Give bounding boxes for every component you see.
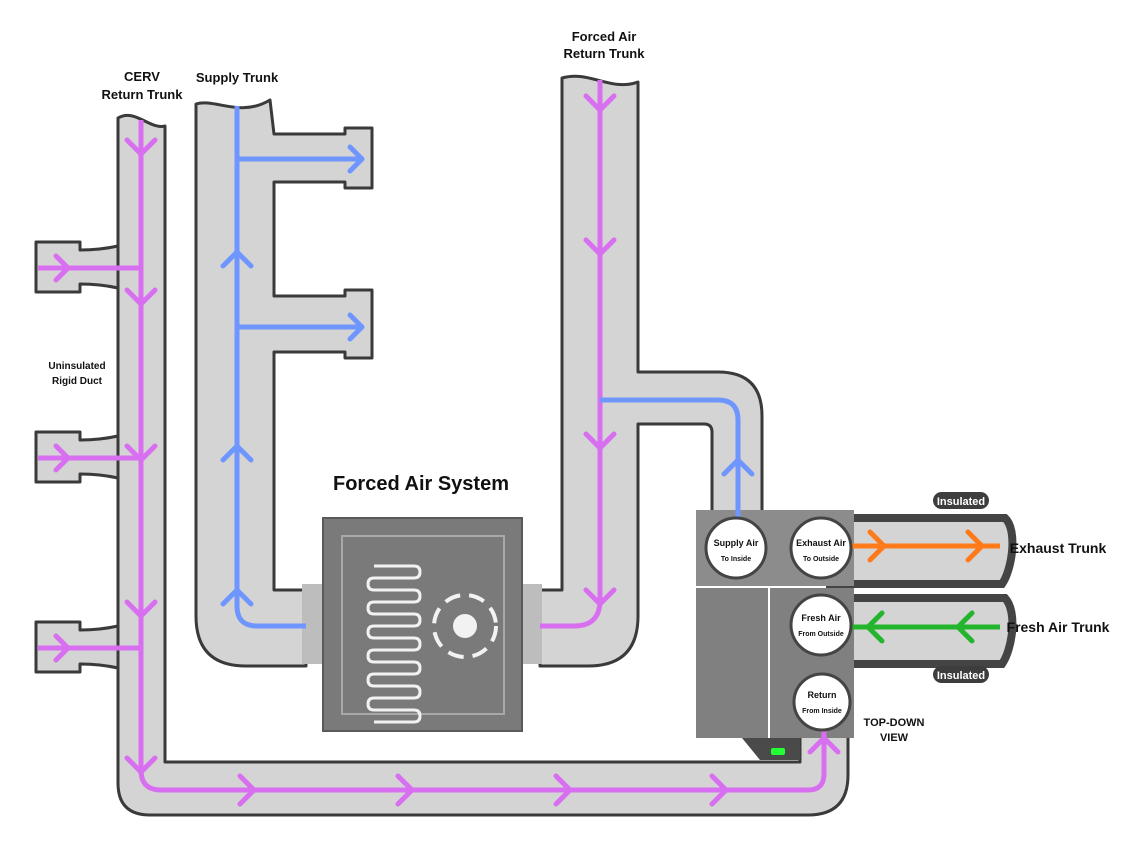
cerv-ports: Supply Air To Inside Exhaust Air To Outs… bbox=[704, 516, 853, 732]
flow-arrow-icon bbox=[347, 144, 365, 174]
top-down-view-label-2: VIEW bbox=[880, 732, 909, 744]
fresh-air-port: Fresh Air From Outside bbox=[789, 593, 853, 657]
return-port-title: Return bbox=[808, 690, 837, 700]
blower-fan-icon bbox=[432, 593, 498, 659]
flow-arrow-icon bbox=[807, 735, 841, 755]
flow-arrow-icon bbox=[124, 755, 158, 775]
fresh-port-title: Fresh Air bbox=[801, 613, 841, 623]
flow-arrows bbox=[53, 93, 985, 807]
flow-arrow-icon bbox=[124, 443, 158, 463]
forced-air-return-flow bbox=[540, 80, 603, 629]
insulated-badge-top: Insulated bbox=[933, 492, 989, 509]
supply-air-port: Supply Air To Inside bbox=[704, 516, 768, 580]
forced-air-system-title: Forced Air System bbox=[333, 473, 509, 495]
cerv-return-trunk-label-1: CERV bbox=[124, 69, 160, 84]
supply-to-forced-air-flow bbox=[600, 397, 741, 522]
fresh-air-trunk-label: Fresh Air Trunk bbox=[1007, 619, 1110, 635]
flow-arrow-icon bbox=[395, 773, 415, 807]
forced-air-return-trunk-label-1: Forced Air bbox=[572, 29, 637, 44]
airflow-lines bbox=[38, 80, 1000, 793]
svg-text:Insulated: Insulated bbox=[937, 670, 985, 682]
insulated-ducts bbox=[826, 514, 1017, 668]
uninsulated-duct-label-2: Rigid Duct bbox=[52, 376, 103, 387]
cerv-return-flow bbox=[138, 120, 827, 793]
flow-arrow-icon bbox=[124, 599, 158, 619]
forced-air-system-unit bbox=[322, 517, 523, 732]
flow-arrow-icon bbox=[53, 633, 71, 663]
diagram-labels: CERV Return Trunk Supply Trunk Forced Ai… bbox=[48, 29, 1109, 744]
flow-arrow-icon bbox=[583, 587, 617, 607]
cerv-return-trunk-duct bbox=[116, 114, 850, 817]
uninsulated-duct-label-1: Uninsulated bbox=[48, 361, 105, 372]
svg-text:Insulated: Insulated bbox=[937, 496, 985, 508]
supply-port-title: Supply Air bbox=[714, 538, 759, 548]
exhaust-port-sub: To Outside bbox=[803, 556, 839, 563]
flow-arrow-icon bbox=[583, 237, 617, 257]
flow-arrow-icon bbox=[583, 93, 617, 113]
flow-arrow-icon bbox=[347, 312, 365, 342]
exhaust-air-port: Exhaust Air To Outside bbox=[789, 516, 853, 580]
forced-air-return-trunk-label-2: Return Trunk bbox=[564, 46, 646, 61]
top-down-view-label-1: TOP-DOWN bbox=[864, 717, 925, 729]
cerv-return-trunk-label-2: Return Trunk bbox=[102, 87, 184, 102]
flow-arrow-icon bbox=[721, 457, 755, 477]
flow-arrow-icon bbox=[220, 443, 254, 463]
supply-port-sub: To Inside bbox=[721, 556, 751, 563]
flow-arrow-icon bbox=[124, 287, 158, 307]
return-port-sub: From Inside bbox=[802, 708, 842, 715]
flow-arrow-icon bbox=[53, 443, 71, 473]
flow-arrow-icon bbox=[553, 773, 573, 807]
flow-arrow-icon bbox=[709, 773, 729, 807]
exhaust-trunk-duct bbox=[826, 514, 1017, 588]
flow-arrow-icon bbox=[124, 137, 158, 157]
flow-arrow-icon bbox=[867, 529, 887, 563]
exhaust-trunk-label: Exhaust Trunk bbox=[1010, 540, 1107, 556]
flow-arrow-icon bbox=[583, 431, 617, 451]
supply-air-flow bbox=[234, 106, 306, 629]
heat-exchanger-coil-icon bbox=[366, 564, 422, 724]
flow-arrow-icon bbox=[865, 610, 885, 644]
flow-arrow-icon bbox=[965, 529, 985, 563]
flow-arrow-icon bbox=[220, 587, 254, 607]
fresh-air-trunk-duct bbox=[826, 594, 1017, 668]
flow-arrow-icon bbox=[955, 610, 975, 644]
flow-arrow-icon bbox=[237, 773, 257, 807]
supply-trunk-label: Supply Trunk bbox=[196, 70, 279, 85]
status-led bbox=[771, 748, 785, 755]
return-air-port: Return From Inside bbox=[792, 672, 852, 732]
exhaust-port-title: Exhaust Air bbox=[796, 538, 846, 548]
flow-arrow-icon bbox=[53, 253, 71, 283]
flow-arrow-icon bbox=[220, 249, 254, 269]
forced-air-return-trunk-duct bbox=[538, 74, 764, 668]
fresh-port-sub: From Outside bbox=[798, 631, 844, 638]
duct-network bbox=[34, 74, 850, 817]
insulated-badge-bottom: Insulated bbox=[933, 666, 989, 683]
furnace-collar-right bbox=[520, 584, 542, 664]
